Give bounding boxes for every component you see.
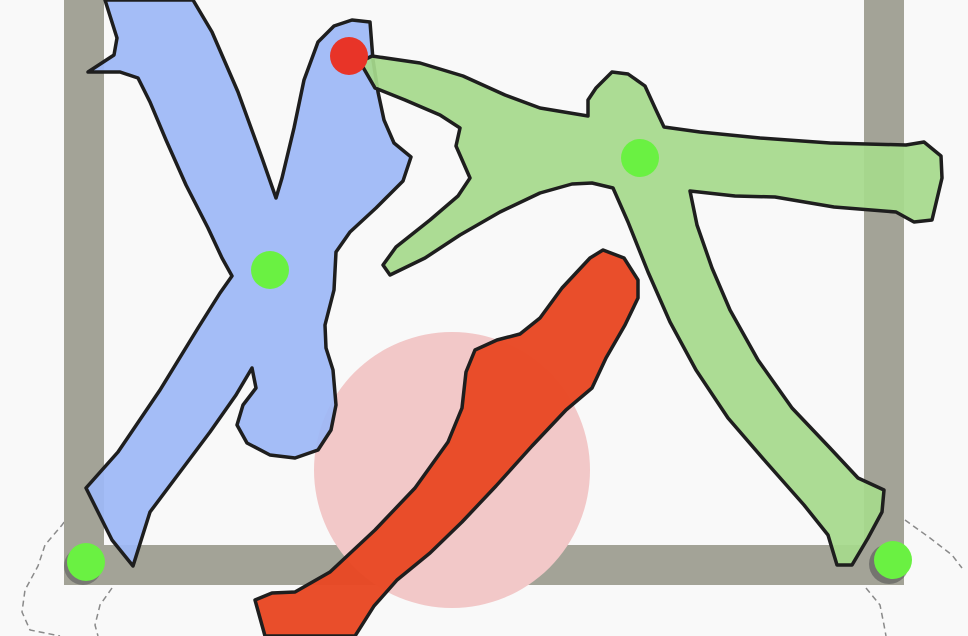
red-stick-shape[interactable] — [253, 248, 640, 636]
ghost-outline-left — [21, 489, 89, 636]
anchor-pin[interactable] — [330, 37, 368, 75]
ghost-outline-right — [904, 519, 963, 569]
ghost-outlines — [21, 489, 963, 636]
joint-pin-green[interactable] — [621, 139, 659, 177]
joint-pin-bottom-left[interactable] — [67, 543, 105, 581]
pins — [64, 37, 912, 585]
green-branch-shape[interactable] — [358, 54, 944, 567]
blue-branch-shape[interactable] — [84, 0, 413, 568]
ghost-outline-left-inner — [94, 587, 113, 636]
ghost-outline-right-inner — [865, 587, 887, 636]
joint-pin-blue[interactable] — [251, 251, 289, 289]
joint-pin-bottom-right[interactable] — [874, 541, 912, 579]
